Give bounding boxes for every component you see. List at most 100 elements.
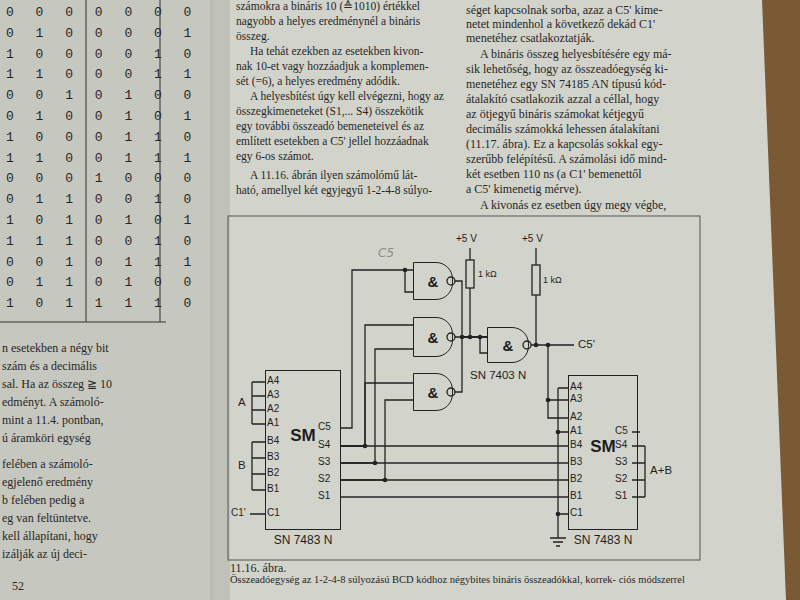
body-text: a C5' kimenetig mérve).	[466, 183, 581, 195]
table-cell: 0 0 1 0 1 0 0	[6, 89, 191, 102]
bubble-group	[447, 277, 531, 396]
gate-symbol: &	[414, 330, 452, 345]
junction-dot	[534, 343, 539, 348]
nand-gate: &	[487, 327, 529, 363]
table-cell: 0 1 0 0 0 0 1	[6, 27, 191, 40]
body-text: összegkimeneteket (S1,... S4) összekötik	[236, 106, 423, 118]
wire	[341, 325, 413, 446]
figure-caption: Összeadóegység az 1-2-4-8 súlyozású BCD …	[230, 574, 750, 586]
junction-dot	[468, 335, 473, 340]
pin-name: A1	[267, 418, 279, 428]
pin-name: A2	[267, 404, 279, 414]
signal-name: A	[238, 397, 246, 409]
inverter-bubble	[447, 388, 455, 396]
resistor-symbol	[532, 265, 540, 295]
body-text: sét (=6), a helyes eredmény adódik.	[236, 76, 400, 88]
junction-dot	[478, 335, 483, 340]
supply-label: +5 V	[522, 234, 543, 244]
junction-dot	[556, 430, 561, 435]
body-text: séget kapcsolnak sorba, azaz a C5' kime-	[466, 4, 662, 16]
table-cell: 1 0 0 0 0 1 0	[6, 48, 191, 61]
body-text: b felében pedig a	[2, 494, 84, 506]
body-text: összeg.	[236, 31, 270, 43]
chip-symbol: SM	[266, 427, 340, 444]
junction-group	[363, 268, 561, 517]
junction-dot	[556, 512, 561, 517]
pin-name: S4	[318, 440, 330, 450]
body-text: nak 10-et vagy hozzáadjuk a komplemen-	[236, 61, 429, 73]
body-text: ható, amellyel két egyjegyű 1-2-4-8 súly…	[236, 185, 432, 197]
body-text: két esetben 110 ns (a C1' bemenettől	[466, 168, 642, 180]
pin-name: B4	[570, 440, 582, 450]
pencil-note: C5	[378, 247, 394, 259]
table-cell: 0 0 1 0 1 1 1	[6, 256, 191, 269]
body-text: A bináris összeg helyesbítésére egy má-	[480, 48, 672, 60]
figure-frame	[228, 216, 700, 560]
inverter-bubble	[447, 277, 455, 285]
pin-name: C5	[615, 426, 628, 436]
pin-name: B1	[267, 484, 279, 494]
wooden-table	[762, 0, 800, 600]
body-text: az ötjegyű bináris számokat kétjegyű	[466, 108, 644, 120]
pin-name: A4	[570, 382, 582, 392]
wire-group	[250, 248, 645, 546]
resistor-value: 1 kΩ	[543, 276, 562, 285]
pin-name: C1	[267, 508, 280, 518]
pin-name: C1	[570, 508, 583, 518]
pin-name: B2	[267, 468, 279, 478]
pin-name: A3	[267, 390, 279, 400]
output-bracket	[632, 432, 645, 497]
adder-chip: SMSN 7483 N	[265, 370, 341, 530]
gate-input-tie	[405, 270, 487, 353]
pin-name: S3	[318, 457, 330, 467]
body-text: nagyobb a helyes eredménynél a bináris	[236, 16, 420, 28]
body-text: edményt. A számoló-	[2, 396, 104, 408]
body-text: A helyesbítést úgy kell elvégezni, hogy …	[250, 91, 444, 103]
table-cell: 1 1 1 0 0 1 0	[6, 235, 191, 248]
body-text: eg van feltüntetve.	[2, 512, 91, 524]
body-text: átalakító csatlakozik azzal a céllal, ho…	[466, 93, 659, 105]
pin-name: A2	[570, 412, 582, 422]
ground-symbol	[550, 388, 568, 546]
body-text: egy további összeadó bemeneteivel és az	[236, 121, 424, 133]
table-cell: 1 1 0 0 0 1 1	[6, 68, 191, 81]
left-page	[0, 0, 214, 600]
table-cell: 1 0 1 0 1 0 1	[6, 214, 191, 227]
body-text: (11.17. ábra). Ez a kapcsolás sokkal egy…	[466, 138, 662, 150]
body-text: n esetekben a négy bit	[2, 342, 109, 354]
gate-symbol: &	[414, 274, 452, 289]
chip-symbol: SM	[569, 438, 637, 455]
gate-symbol: &	[414, 385, 452, 400]
adder-chip: SMSN 7483 N	[568, 375, 638, 530]
inverter-bubble	[447, 333, 455, 341]
junction-dot	[403, 268, 408, 273]
signal-name: C5'	[578, 339, 595, 351]
wire	[341, 479, 568, 480]
page-gutter	[210, 0, 230, 600]
body-text: felében a számoló-	[2, 458, 93, 470]
junction-dot	[373, 461, 378, 466]
figure-number: 11.16. ábra.	[230, 562, 286, 574]
nand-gate: &	[413, 262, 453, 300]
junction-dot	[546, 398, 551, 403]
body-text: szerűbb felépítésű. A számolási idő mind…	[466, 153, 667, 165]
body-text: szám és a decimális	[2, 360, 97, 372]
junction-dot	[383, 478, 388, 483]
body-text: izálják az új deci-	[2, 548, 87, 560]
body-text: kell állapítani, hogy	[2, 530, 98, 542]
resistor-symbol	[466, 260, 474, 288]
page-number: 52	[12, 580, 24, 592]
pin-name: A1	[570, 426, 582, 436]
pin-name: B4	[267, 436, 279, 446]
inverter-bubble	[523, 341, 531, 349]
junction-dot	[460, 335, 465, 340]
pin-name: S1	[318, 491, 330, 501]
junction-dot	[546, 343, 551, 348]
body-text: számokra a bináris 10 (≙1010) értékkel	[236, 1, 420, 13]
pin-name: B1	[570, 491, 582, 501]
table-cell: 0 0 0 0 0 0 0	[6, 6, 191, 19]
body-text: egy 6-os számot.	[236, 151, 314, 163]
body-text: A 11.16. ábrán ilyen számolómű lát-	[250, 170, 417, 182]
pin-name: B2	[570, 474, 582, 484]
